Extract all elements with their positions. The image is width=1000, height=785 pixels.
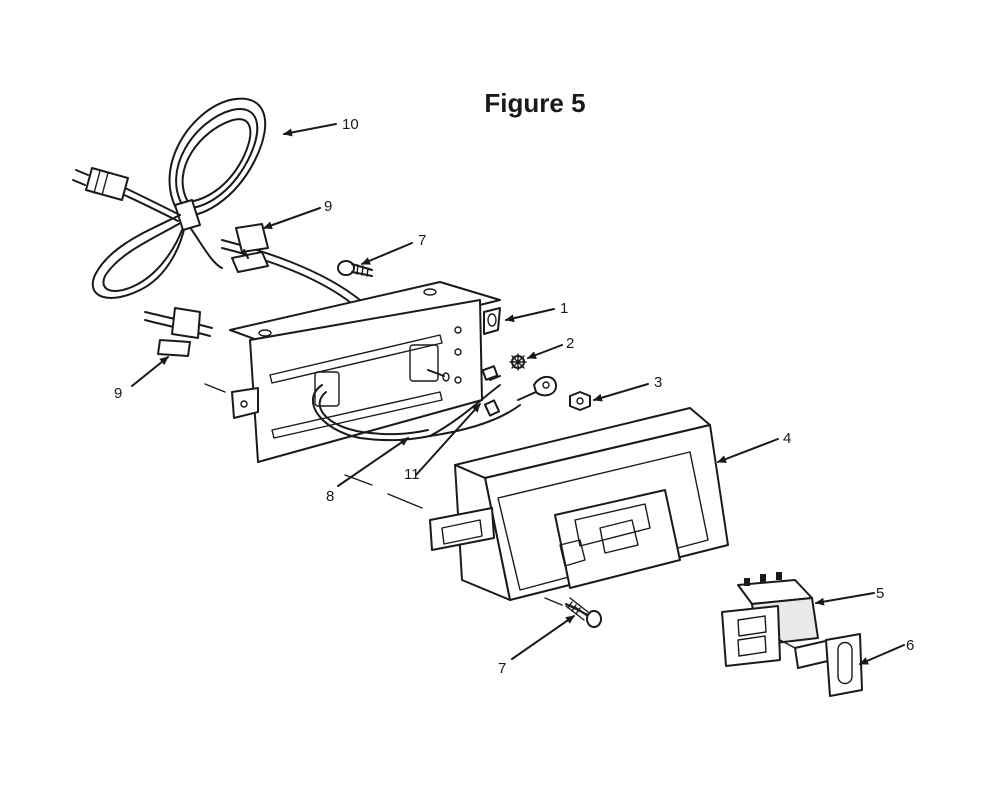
power-cord-part-10 (72, 97, 361, 307)
callout-2: 2 (566, 335, 574, 352)
wire-harness-part-8 (311, 365, 521, 442)
mounting-bracket-part-1 (229, 281, 501, 463)
star-washer-part-2 (509, 353, 527, 371)
strain-relief-clip-upper (231, 223, 269, 273)
assembly-guide-lines (204, 383, 796, 649)
rocker-switch-part-5 (721, 572, 819, 667)
callout-1: 1 (560, 300, 568, 317)
callout-10: 10 (342, 116, 359, 133)
switch-housing-part-4 (429, 407, 729, 601)
callout-11: 11 (404, 466, 420, 483)
screw-upper-part-7 (337, 260, 373, 277)
strain-relief-clip-lower (144, 307, 213, 357)
callout-9-upper: 9 (324, 198, 332, 215)
callout-7-lower: 7 (498, 660, 506, 677)
nut-part-3 (569, 391, 591, 411)
figure-title: Figure 5 (484, 88, 586, 118)
ground-terminal (517, 375, 557, 401)
callout-labels: 10 9 7 1 2 3 9 4 11 8 5 6 7 (114, 116, 914, 677)
switch-key-part-6 (794, 633, 863, 697)
callout-7-upper: 7 (418, 232, 426, 249)
callout-4: 4 (783, 430, 791, 447)
screw-lower-part-7 (565, 597, 602, 628)
callout-8: 8 (326, 488, 334, 505)
callout-arrows (131, 123, 905, 665)
callout-6: 6 (906, 637, 914, 654)
callout-9-lower: 9 (114, 385, 122, 402)
callout-3: 3 (654, 374, 662, 391)
callout-5: 5 (876, 585, 884, 602)
